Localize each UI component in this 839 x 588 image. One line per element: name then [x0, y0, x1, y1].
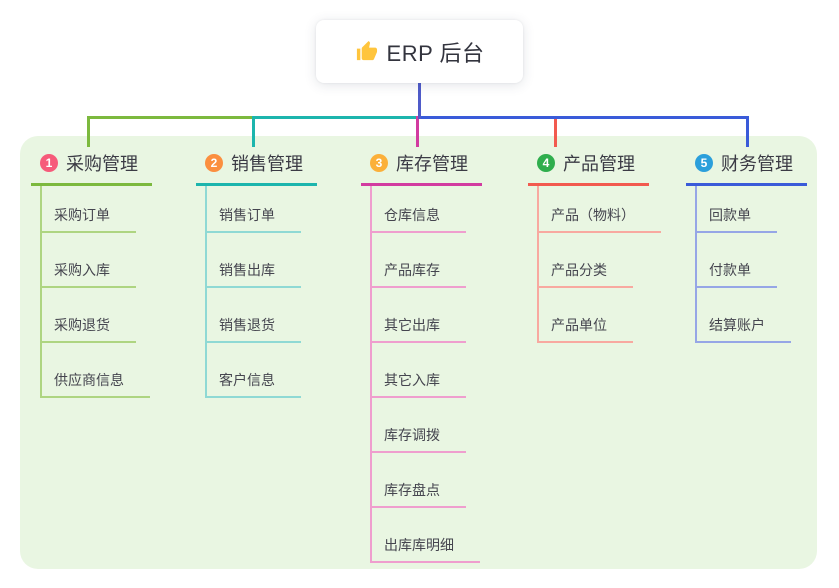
branch-1-label: 采购管理 [66, 154, 138, 174]
branch-1-child-row: 采购入库 [31, 233, 152, 288]
branch-5-child-row: 结算账户 [686, 288, 807, 343]
branch-3-child-row: 库存盘点 [361, 453, 482, 508]
child-node-1-1[interactable]: 采购订单 [40, 205, 136, 233]
branch-5-node[interactable]: 5 财务管理 [686, 150, 807, 186]
child-node-4-2[interactable]: 产品分类 [537, 260, 633, 288]
child-node-5-2[interactable]: 付款单 [695, 260, 777, 288]
branch-3-number-badge: 3 [370, 154, 388, 172]
child-node-3-1[interactable]: 仓库信息 [370, 205, 466, 233]
branch-3-child-row: 其它出库 [361, 288, 482, 343]
branch-3-children: 仓库信息产品库存其它出库其它入库库存调拨库存盘点出库库明细 [361, 186, 482, 563]
branch-5-child-row: 付款单 [686, 233, 807, 288]
branch-3-node[interactable]: 3 库存管理 [361, 150, 482, 186]
branch-5-child-line [695, 186, 697, 343]
branch-3-label: 库存管理 [396, 154, 468, 174]
branches-panel [20, 136, 817, 569]
branch-4-children: 产品（物料） 产品分类产品单位 [528, 186, 661, 343]
child-node-1-2[interactable]: 采购入库 [40, 260, 136, 288]
child-node-2-4[interactable]: 客户信息 [205, 370, 301, 398]
branch-4-child-row: 产品（物料） [528, 186, 661, 233]
branch-1-node[interactable]: 1 采购管理 [31, 150, 152, 186]
branch-1: 1 采购管理采购订单采购入库采购退货供应商信息 [31, 150, 152, 398]
root-title: ERP 后台 [386, 40, 485, 66]
branch-4-child-row: 产品分类 [528, 233, 661, 288]
branch-2-child-row: 客户信息 [196, 343, 317, 398]
child-node-1-4[interactable]: 供应商信息 [40, 370, 150, 398]
branch-2-number-badge: 2 [205, 154, 223, 172]
child-node-4-3[interactable]: 产品单位 [537, 315, 633, 343]
branch-3-child-row: 产品库存 [361, 233, 482, 288]
branch-5: 5 财务管理回款单付款单结算账户 [686, 150, 807, 343]
child-node-2-3[interactable]: 销售退货 [205, 315, 301, 343]
child-node-4-1[interactable]: 产品（物料） [537, 205, 661, 233]
branch-1-child-row: 采购订单 [31, 186, 152, 233]
branch-2-label: 销售管理 [231, 154, 303, 174]
child-node-3-6[interactable]: 库存盘点 [370, 480, 466, 508]
branch-2: 2 销售管理销售订单销售出库销售退货客户信息 [196, 150, 317, 398]
connector-h-branch-5 [418, 116, 749, 119]
child-node-3-7[interactable]: 出库库明细 [370, 535, 480, 563]
branch-5-label: 财务管理 [721, 154, 793, 174]
branch-3-child-row: 其它入库 [361, 343, 482, 398]
branch-2-child-row: 销售出库 [196, 233, 317, 288]
connector-drop-branch-1 [87, 116, 90, 147]
connector-h-branch-2 [252, 116, 421, 119]
branch-4-number-badge: 4 [537, 154, 555, 172]
branch-4-child-line [537, 186, 539, 343]
branch-3-child-line [370, 186, 372, 563]
child-node-5-3[interactable]: 结算账户 [695, 315, 791, 343]
branch-1-number-badge: 1 [40, 154, 58, 172]
branch-1-children: 采购订单采购入库采购退货供应商信息 [31, 186, 152, 398]
branch-2-children: 销售订单销售出库销售退货客户信息 [196, 186, 317, 398]
branch-2-child-row: 销售订单 [196, 186, 317, 233]
child-node-5-1[interactable]: 回款单 [695, 205, 777, 233]
branch-3-child-row: 库存调拨 [361, 398, 482, 453]
root-stem-line [418, 83, 421, 119]
child-node-3-2[interactable]: 产品库存 [370, 260, 466, 288]
connector-drop-branch-3 [416, 116, 419, 147]
connector-drop-branch-5 [746, 116, 749, 147]
connector-drop-branch-4 [554, 116, 557, 147]
child-node-3-3[interactable]: 其它出库 [370, 315, 466, 343]
branch-5-child-row: 回款单 [686, 186, 807, 233]
child-node-3-4[interactable]: 其它入库 [370, 370, 466, 398]
child-node-1-3[interactable]: 采购退货 [40, 315, 136, 343]
branch-4: 4 产品管理产品（物料） 产品分类产品单位 [528, 150, 661, 343]
branch-4-node[interactable]: 4 产品管理 [528, 150, 649, 186]
branch-4-label: 产品管理 [563, 154, 635, 174]
branch-3-child-row: 仓库信息 [361, 186, 482, 233]
branch-2-child-row: 销售退货 [196, 288, 317, 343]
branch-3: 3 库存管理仓库信息产品库存其它出库其它入库库存调拨库存盘点出库库明细 [361, 150, 482, 563]
child-node-3-5[interactable]: 库存调拨 [370, 425, 466, 453]
branch-1-child-row: 供应商信息 [31, 343, 152, 398]
branch-5-number-badge: 5 [695, 154, 713, 172]
root-node[interactable]: ERP 后台 [316, 20, 523, 83]
branch-1-child-line [40, 186, 42, 398]
branch-1-child-row: 采购退货 [31, 288, 152, 343]
branch-4-child-row: 产品单位 [528, 288, 661, 343]
child-node-2-1[interactable]: 销售订单 [205, 205, 301, 233]
child-node-2-2[interactable]: 销售出库 [205, 260, 301, 288]
branch-2-node[interactable]: 2 销售管理 [196, 150, 317, 186]
branch-5-children: 回款单付款单结算账户 [686, 186, 807, 343]
branch-3-child-row: 出库库明细 [361, 508, 482, 563]
connector-drop-branch-2 [252, 116, 255, 147]
branch-2-child-line [205, 186, 207, 398]
thumbs-up-icon [355, 40, 378, 63]
